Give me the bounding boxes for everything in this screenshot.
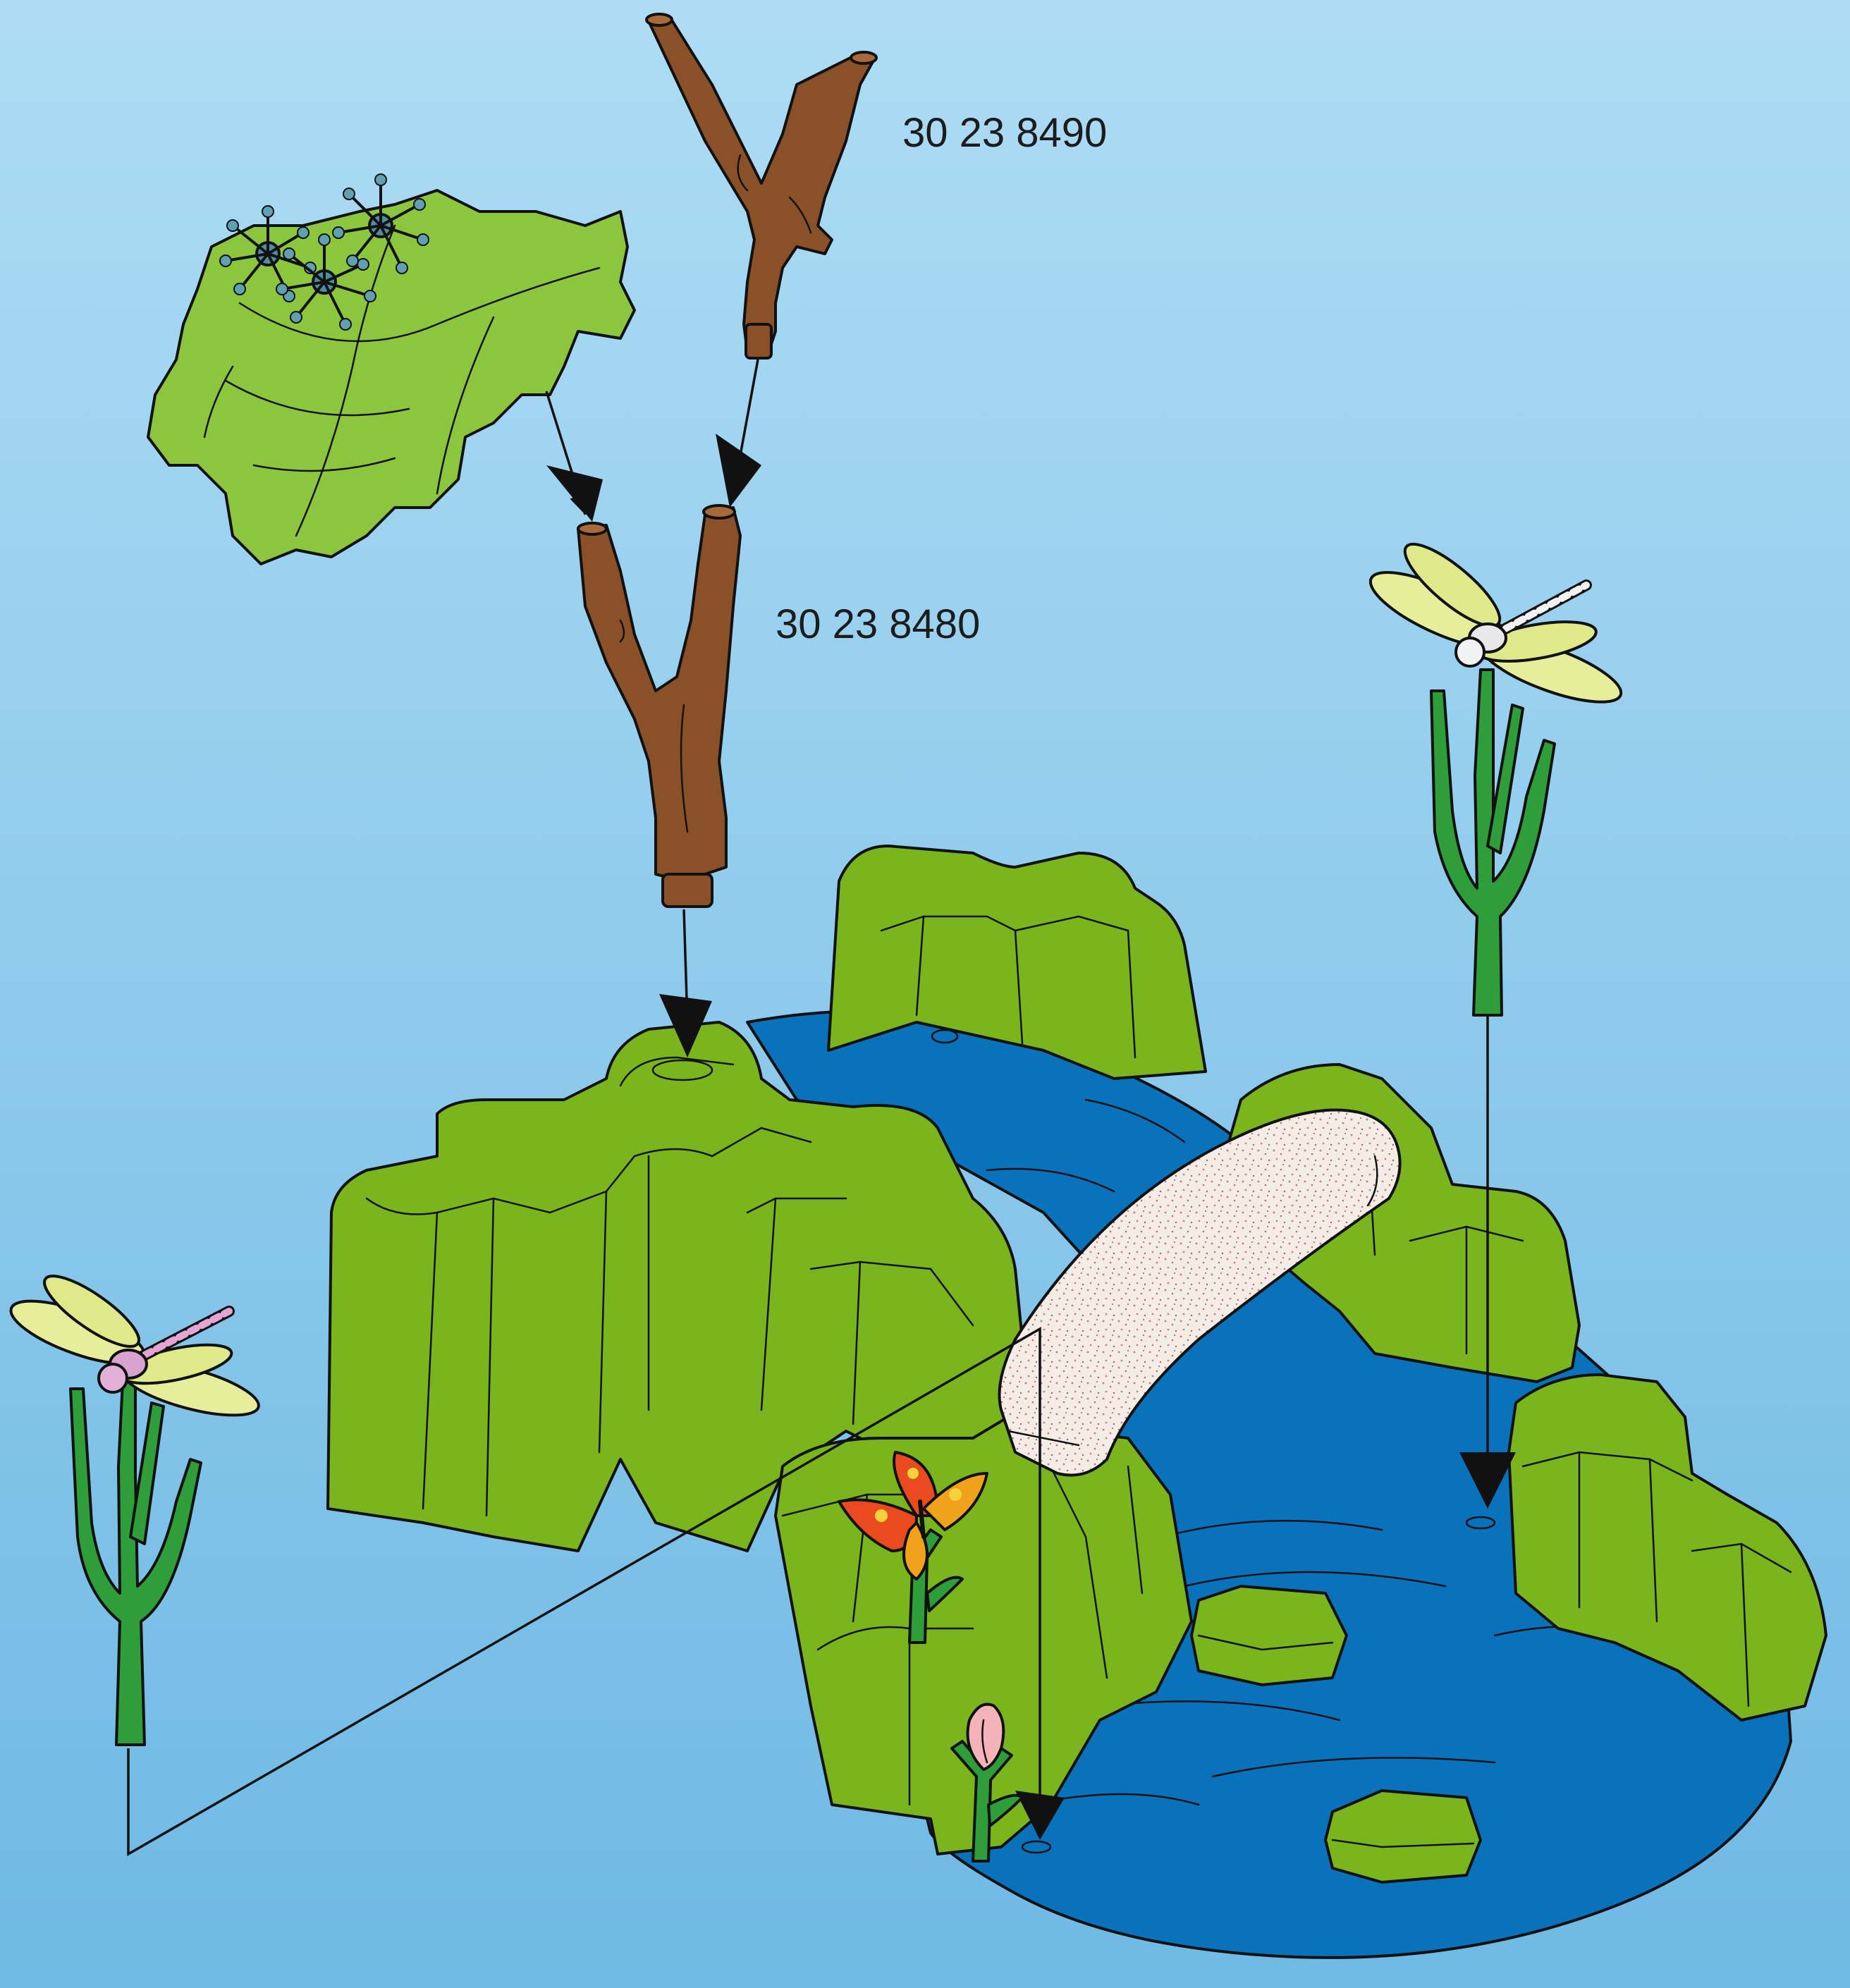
upper-branch-part-number: 30 23 8490 [902, 110, 1107, 156]
lower-branch-part-number: 30 23 8480 [776, 601, 980, 647]
stepping-stone [1325, 1791, 1481, 1882]
stepping-stone [1192, 1586, 1347, 1685]
